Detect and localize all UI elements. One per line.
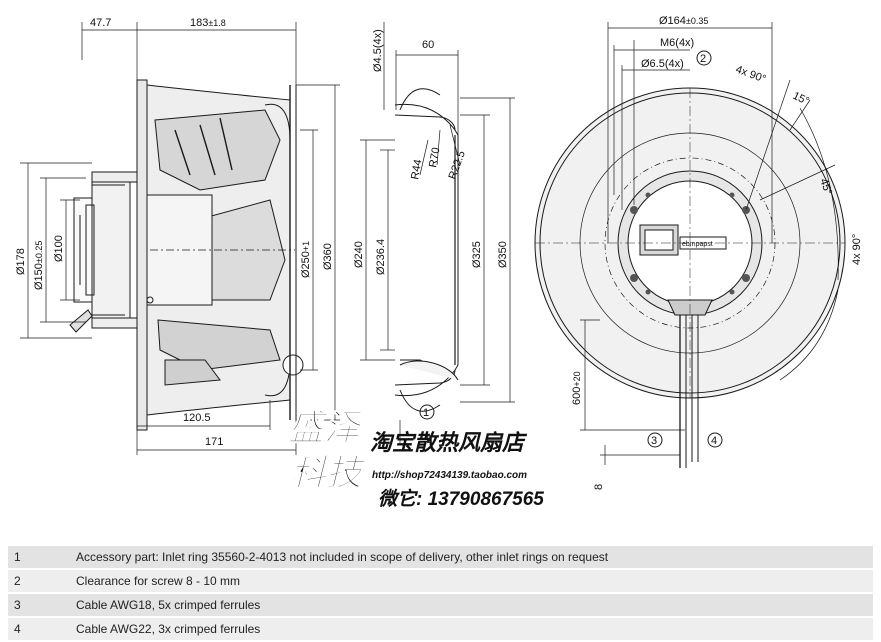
- note-number: 2: [8, 569, 70, 594]
- note-number: 3: [8, 593, 70, 618]
- hole-6-5: Ø6.5(4x): [641, 58, 684, 70]
- note-text: Clearance for screw 8 - 10 mm: [70, 569, 873, 594]
- technical-drawing: 47.7 183±1.8 Ø178 Ø150±0.25 Ø100 Ø250+1 …: [15, 15, 863, 511]
- note-number: 1: [8, 546, 70, 570]
- note-text: Cable AWG18, 5x crimped ferrules: [70, 593, 873, 618]
- angle-15: 15°: [791, 90, 811, 108]
- dim-360: Ø360: [322, 243, 334, 270]
- dim-5: 5: [426, 434, 432, 446]
- dim-120-5: 120.5: [183, 412, 211, 424]
- note-text: Accessory part: Inlet ring 35560-2-4013 …: [70, 546, 873, 570]
- callout-2: 2: [700, 53, 706, 65]
- watermark-logo-line2: 科技: [290, 452, 367, 493]
- dim-4-5: Ø4.5(4x): [372, 29, 384, 72]
- dim-240: Ø240: [353, 241, 365, 268]
- note-text: Cable AWG22, 3x crimped ferrules: [70, 617, 873, 642]
- watermark: 盛泽 科技 淘宝散热风扇店 http://shop72434139.taobao…: [288, 407, 545, 511]
- watermark-shop-url: http://shop72434139.taobao.com: [372, 470, 527, 481]
- dim-47-7: 47.7: [90, 17, 111, 29]
- front-view: [419, 22, 846, 468]
- callout-1: 1: [423, 407, 429, 419]
- inlet-ring-section: [360, 22, 515, 445]
- dim-60: 60: [422, 39, 434, 51]
- watermark-shop-name: 淘宝散热风扇店: [370, 430, 528, 455]
- dim-325: Ø325: [471, 241, 483, 268]
- dim-236-4: Ø236.4: [375, 239, 387, 275]
- dim-8: 8: [593, 484, 605, 490]
- angle-4x90-top: 4x 90°: [734, 64, 768, 86]
- thread-m6: M6(4x): [660, 37, 694, 49]
- dim-100: Ø100: [53, 235, 65, 262]
- dim-350: Ø350: [497, 241, 509, 268]
- angle-45: 45°: [817, 177, 834, 197]
- radius-70: R70: [427, 147, 442, 169]
- dim-150: Ø150±0.25: [33, 241, 45, 290]
- radius-44: R44: [409, 159, 424, 181]
- radius-22-5: R22.5: [447, 149, 468, 181]
- dim-183: 183±1.8: [190, 17, 226, 29]
- side-view: [20, 22, 340, 455]
- nameplate: ebmpapst: [682, 241, 713, 248]
- callout-3: 3: [651, 435, 657, 447]
- watermark-logo-line1: 盛泽: [288, 407, 364, 448]
- angle-4x90-right: 4x 90°: [851, 234, 863, 265]
- dim-171: 171: [205, 436, 223, 448]
- callout-4: 4: [711, 435, 717, 447]
- dim-250: Ø250+1: [300, 241, 312, 278]
- watermark-contact: 微它: 13790867565: [378, 488, 544, 510]
- dim-164: Ø164±0.35: [659, 15, 708, 27]
- dim-178: Ø178: [15, 248, 27, 275]
- note-number: 4: [8, 617, 70, 642]
- dim-600: 600+20: [571, 371, 583, 405]
